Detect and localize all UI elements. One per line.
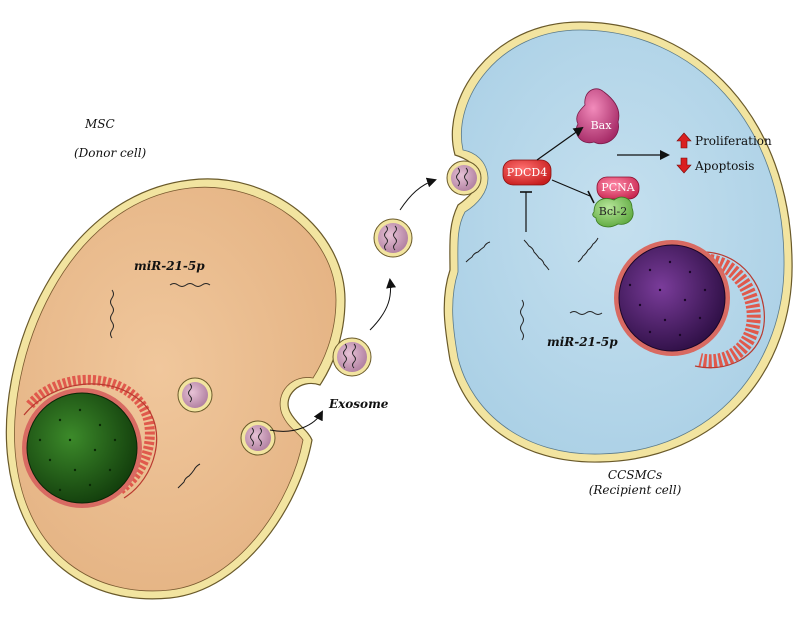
exosome-release-arrow: [269, 410, 323, 432]
mirna-inhibits-pdcd4: [520, 191, 532, 232]
pdcd4-protein: [502, 159, 552, 186]
donor-mirna-label: miR-21-5p: [134, 259, 205, 273]
exosome-uptake-arrow: [399, 177, 437, 211]
pdcd4-label: PDCD4: [506, 166, 548, 179]
donor-nucleus: [22, 388, 142, 508]
pdcd4-to-bax-arrow: [536, 126, 584, 161]
recipient-nucleus: [614, 240, 730, 356]
docking-exosome: [446, 160, 482, 196]
recipient-mirna-label: miR-21-5p: [547, 335, 618, 349]
recipient-mirna-strands: [465, 237, 603, 341]
released-exosome: [332, 337, 372, 377]
recipient-cell: [443, 21, 793, 463]
donor-mirna-strands: [110, 283, 211, 489]
donor-title: MSC: [85, 117, 115, 131]
recipient-endoplasmic-reticulum: [694, 251, 765, 369]
arrow-up-icon: [676, 132, 692, 149]
donor-subtitle: (Donor cell): [74, 146, 147, 160]
bcl2-label: Bcl-2: [598, 205, 628, 218]
recipient-title: CCSMCs: [607, 468, 663, 482]
arrow-down-icon: [676, 157, 692, 174]
donor-exosome-2: [240, 420, 276, 456]
exosome-transfer-arrow: [369, 278, 397, 331]
pcna-label: PCNA: [601, 181, 635, 194]
exosome-label: Exosome: [329, 397, 389, 411]
transit-exosome: [373, 218, 413, 258]
bax-label: Bax: [590, 119, 612, 132]
bcl2-protein: [592, 196, 634, 228]
donor-exosome-1: [177, 377, 213, 413]
apoptosis-label: Apoptosis: [695, 159, 755, 173]
donor-endoplasmic-reticulum: [23, 375, 158, 499]
recipient-subtitle: (Recipient cell): [588, 483, 682, 497]
proliferation-label: Proliferation: [695, 134, 772, 148]
bax-protein: [575, 88, 620, 145]
pdcd4-inhibits-pcna-bcl2: [551, 179, 595, 204]
